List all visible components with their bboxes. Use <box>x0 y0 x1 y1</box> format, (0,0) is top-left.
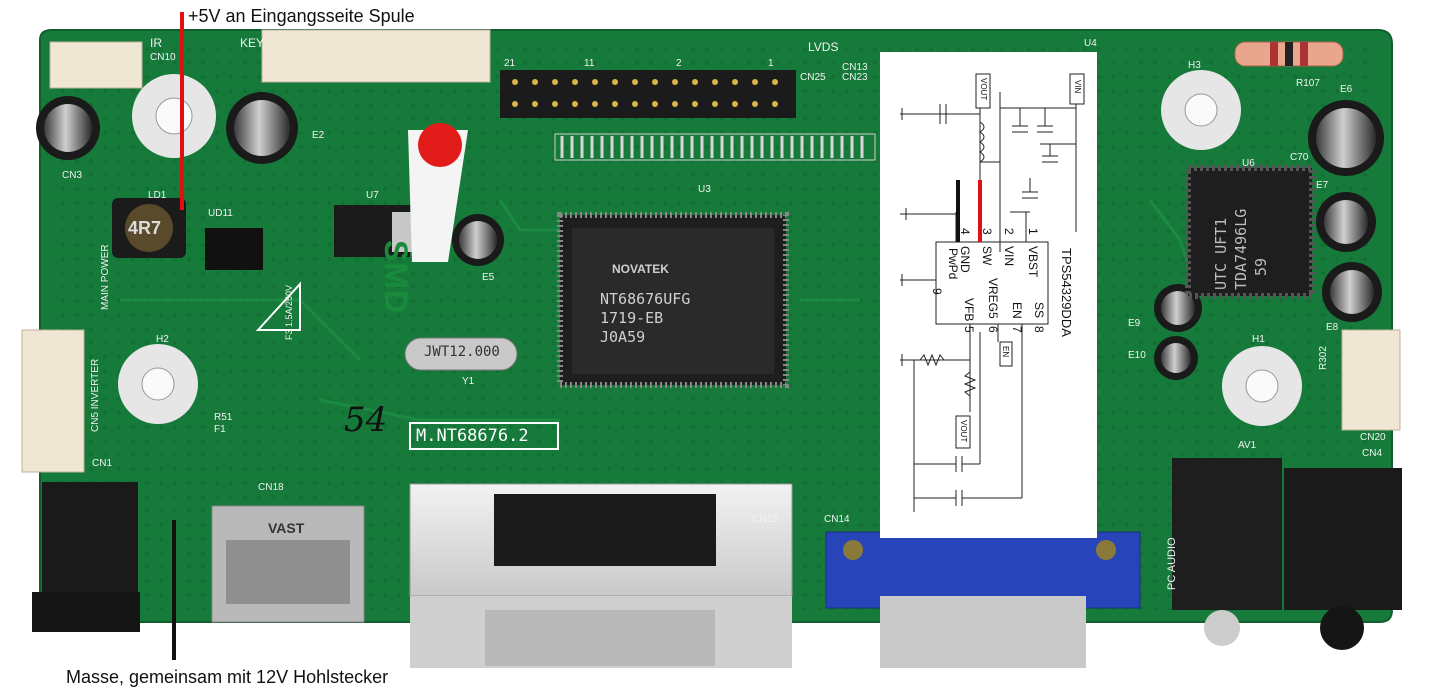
label-e8: E8 <box>1326 322 1339 333</box>
label-u6: U6 <box>1242 158 1255 169</box>
label-e9: E9 <box>1128 318 1141 329</box>
label-cn1: CN1 <box>92 458 113 469</box>
label-ir: IR <box>150 36 162 50</box>
schematic-panel: VOUT VIN EN VOUT TPS54329DDA 1 VBST 2 VI… <box>880 52 1097 538</box>
label-r51: R51 <box>214 412 233 423</box>
label-y1: Y1 <box>462 376 475 387</box>
label-f1: F1 <box>214 424 226 435</box>
audio-chip-line2: TDA7496LG <box>1232 208 1250 290</box>
label-e6: E6 <box>1340 84 1353 95</box>
audio-chip-line3: 59 <box>1252 257 1270 276</box>
pin-8-name: SS <box>1032 302 1046 319</box>
pin-3-name: SW <box>980 246 994 266</box>
pin-7-name: EN <box>1010 302 1024 319</box>
label-key: KEY <box>240 36 265 50</box>
annotation-bottom: Masse, gemeinsam mit 12V Hohlstecker <box>66 667 389 687</box>
schematic-drawing <box>900 73 1085 512</box>
label-c70: C70 <box>1290 152 1309 163</box>
label-cn23: CN23 <box>842 72 868 83</box>
crystal-label: JWT12.000 <box>424 344 500 360</box>
label-e5: E5 <box>482 272 495 283</box>
label-cn18: CN18 <box>258 482 284 493</box>
handwritten-number: 54 <box>344 400 388 440</box>
pin-6-number: 6 <box>986 326 1000 333</box>
label-e10: E10 <box>1128 350 1146 361</box>
chip-brand: NOVATEK <box>612 262 669 276</box>
pin-2-name: VIN <box>1002 246 1016 267</box>
label-u3: U3 <box>698 184 711 195</box>
pin-9-name: PwPd <box>946 248 960 280</box>
hdmi-brand: VAST <box>268 520 305 536</box>
label-cn4: CN4 <box>1362 448 1383 459</box>
label-h1: H1 <box>1252 334 1265 345</box>
label-r107: R107 <box>1296 78 1320 89</box>
net-vin: VIN <box>1073 80 1082 94</box>
label-u4: U4 <box>1084 38 1097 49</box>
label-ud11: UD11 <box>208 208 233 219</box>
label-cn15: CN15 <box>752 514 778 525</box>
label-inverter: CN5 INVERTER <box>90 358 101 432</box>
pin-label: 21 <box>504 58 516 69</box>
label-cn25: CN25 <box>800 72 826 83</box>
pin-4-name: GND <box>958 246 972 273</box>
pin-label: 11 <box>584 58 595 69</box>
pin-1-number: 1 <box>1026 228 1040 235</box>
label-pc-audio: PC AUDIO <box>1166 537 1178 590</box>
schematic-part-name: TPS54329DDA <box>1059 248 1074 337</box>
label-cn13: CN13 <box>842 62 868 73</box>
pin-4-number: 4 <box>958 228 972 235</box>
label-main-power: MAIN POWER <box>100 244 111 310</box>
label-fuse: F3 1.5A/250V <box>284 284 294 340</box>
chip-line1: NT68676UFG <box>600 290 691 308</box>
pin-5-name: VFB <box>962 298 976 322</box>
audio-chip-line1: UTC UFT1 <box>1212 217 1230 290</box>
label-h2: H2 <box>156 334 169 345</box>
chip-line2: 1719-EB <box>600 309 664 327</box>
label-u7: U7 <box>366 190 379 201</box>
pin-2-number: 2 <box>1002 228 1016 235</box>
chip-line3: J0A59 <box>600 328 646 346</box>
pin-8-number: 8 <box>1032 326 1046 333</box>
net-en: EN <box>1001 346 1010 358</box>
label-r302: R302 <box>1318 346 1329 370</box>
pin-6-name: VREG5 <box>986 278 1000 319</box>
label-lvds: LVDS <box>808 40 839 54</box>
net-vout-top: VOUT <box>979 78 988 101</box>
model-label: M.NT68676.2 <box>416 426 529 446</box>
label-cn3: CN3 <box>62 170 83 181</box>
label-e7: E7 <box>1316 180 1329 191</box>
label-ld1: LD1 <box>148 190 167 201</box>
pin-7-number: 7 <box>1010 326 1024 333</box>
net-vout-bottom: VOUT <box>959 420 968 443</box>
label-cn14: CN14 <box>824 514 850 525</box>
smd-label: SMD <box>378 240 414 315</box>
label-av1: AV1 <box>1238 440 1257 451</box>
pin-label: 2 <box>676 58 682 69</box>
pin-5-number: 5 <box>962 326 976 333</box>
inductor-label: 4R7 <box>128 218 162 238</box>
label-cn10: CN10 <box>150 52 176 63</box>
label-e2: E2 <box>312 130 325 141</box>
pin-3-number: 3 <box>980 228 994 235</box>
pin-9-number: 9 <box>930 288 944 295</box>
annotation-top: +5V an Eingangsseite Spule <box>188 6 415 26</box>
pin-1-name: VBST <box>1026 246 1040 278</box>
label-h3: H3 <box>1188 60 1201 71</box>
label-cn20: CN20 <box>1360 432 1386 443</box>
pin-label: 1 <box>768 58 774 69</box>
